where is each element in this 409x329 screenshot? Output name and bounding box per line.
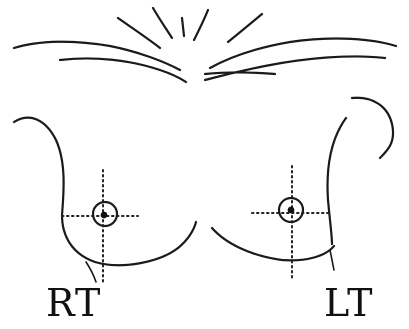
- clavicle-left-upper: [210, 39, 396, 68]
- left-nipple-dot: [288, 207, 295, 214]
- neck-line-center: [182, 18, 184, 36]
- left-breast-lateral-outline: [328, 118, 346, 244]
- neck-line-inner-left: [153, 8, 172, 38]
- sternal-notch-line: [205, 73, 275, 75]
- neck-lines: [118, 8, 262, 48]
- left-axilla-curve: [352, 98, 393, 158]
- neck-line-inner-right: [194, 10, 208, 40]
- left-breast-fold: [330, 250, 334, 270]
- right-nipple-dot: [101, 212, 108, 219]
- right-side-label: RT: [46, 284, 101, 322]
- left-breast: [212, 98, 393, 280]
- right-breast-fold: [86, 262, 96, 282]
- clavicle-lines: [14, 39, 396, 82]
- left-side-label: LT: [324, 284, 373, 322]
- right-breast: [14, 118, 196, 285]
- neck-line-right: [228, 14, 262, 42]
- neck-line-left: [118, 18, 160, 48]
- clavicle-right-upper: [14, 42, 180, 70]
- clavicle-left-lower: [205, 56, 385, 80]
- clavicle-right-lower: [60, 58, 186, 82]
- left-breast-lower-outline: [212, 228, 334, 260]
- right-breast-outline: [14, 118, 196, 265]
